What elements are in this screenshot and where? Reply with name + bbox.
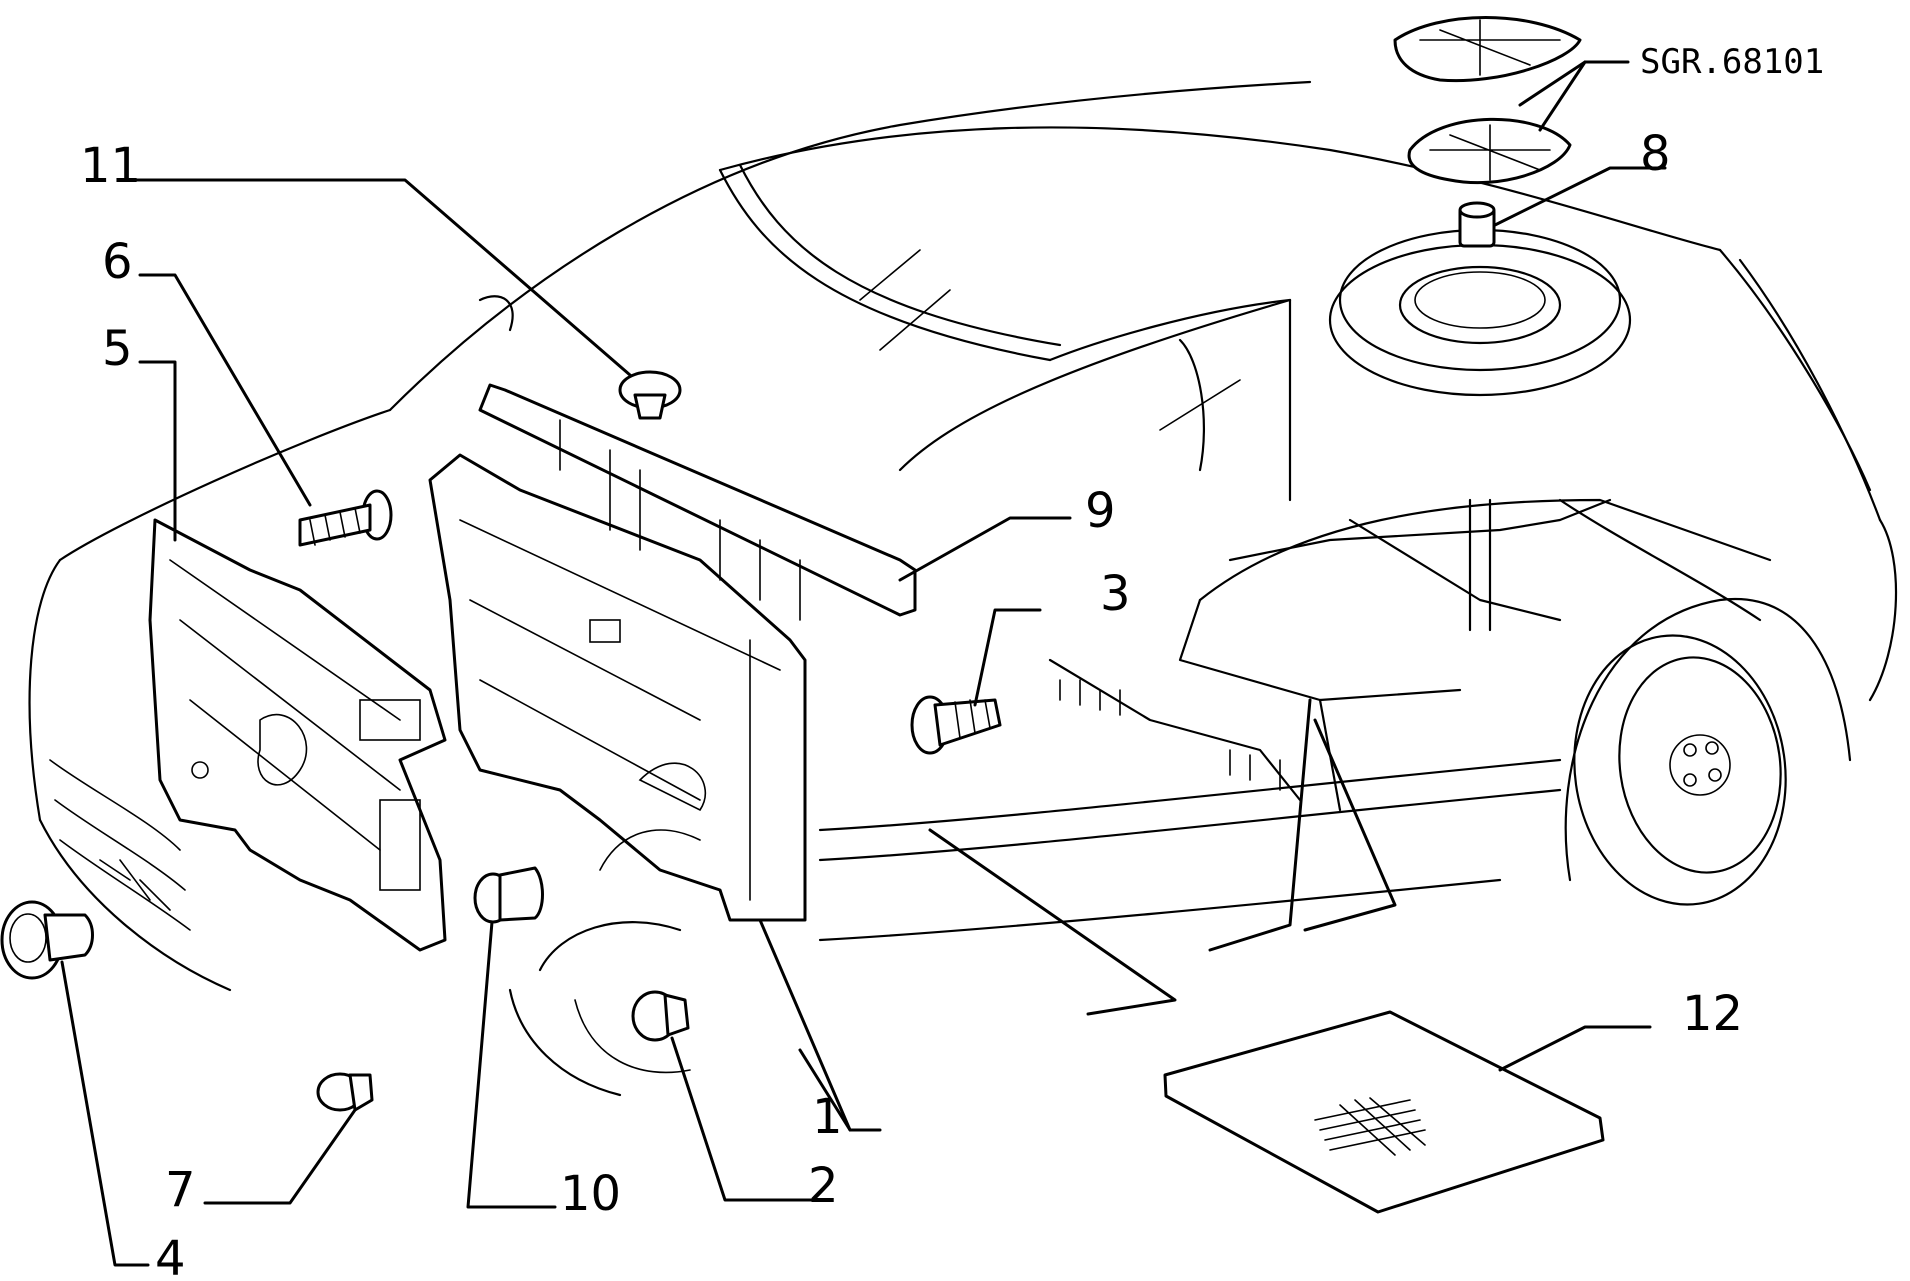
callout-4: 4 — [155, 1231, 186, 1281]
callout-1: 1 — [812, 1089, 843, 1145]
callout-8: 8 — [1640, 126, 1671, 182]
callout-9: 9 — [1085, 483, 1116, 539]
part-12-floor-mat — [1163, 1010, 1605, 1214]
part-8-rubber-bushing — [1458, 201, 1496, 248]
callout-5: 5 — [102, 321, 133, 377]
part-2-clip — [631, 990, 690, 1042]
part-1-bulkhead-insulation — [428, 453, 807, 922]
part-6-plastic-rivet — [298, 489, 393, 547]
callout-10: 10 — [560, 1166, 621, 1222]
reference-code: SGR.68101 — [1640, 42, 1824, 82]
callout-labels: 11 6 5 9 3 8 SGR.68101 1 2 10 7 4 12 — [80, 42, 1824, 1281]
part-9-cowl-insulation — [478, 383, 917, 621]
part-4-button-clip — [0, 900, 94, 980]
callout-6: 6 — [102, 234, 133, 290]
callout-3: 3 — [1100, 566, 1131, 622]
callout-2: 2 — [808, 1158, 839, 1214]
callout-12: 12 — [1682, 986, 1743, 1042]
callout-11: 11 — [80, 138, 141, 194]
part-11-push-clip — [618, 370, 682, 420]
part-10-fastener — [473, 866, 544, 924]
car-body-outline — [28, 80, 1898, 1097]
part-5-front-insulation-panel — [148, 518, 447, 952]
part-3-plastic-rivet — [910, 695, 1002, 755]
part-7-clip — [316, 1072, 374, 1112]
spare-wheel-holder-kit — [1393, 16, 1582, 185]
leader-lines — [60, 60, 1667, 1267]
callout-7: 7 — [165, 1162, 196, 1218]
